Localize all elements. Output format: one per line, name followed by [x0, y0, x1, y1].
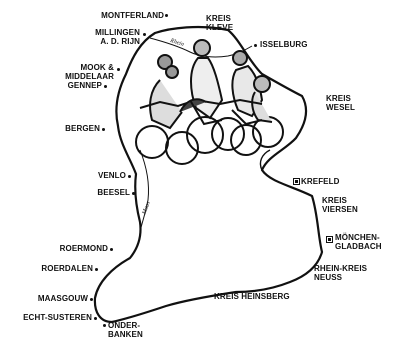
label-gennep: GENNEP — [67, 81, 102, 90]
label-millingen: MILLINGEN A. D. RIJN — [95, 28, 140, 46]
gennep-marker — [104, 85, 107, 88]
label-krefeld: KREFELD — [301, 177, 340, 186]
roerdalen-marker — [95, 268, 98, 271]
millingen-marker — [143, 33, 146, 36]
roermond-marker — [110, 248, 113, 251]
label-kreis-kleve: KREIS KLEVE — [206, 14, 234, 32]
region-border — [93, 25, 324, 324]
krefeld-marker — [293, 178, 300, 185]
isselburg-marker — [254, 44, 257, 47]
label-isselburg: ISSELBURG — [260, 40, 308, 49]
echt-marker — [94, 317, 97, 320]
venlo-marker — [128, 175, 131, 178]
label-roermond: ROERMOND — [59, 244, 108, 253]
maasgouw-marker — [90, 298, 93, 301]
label-bergen: BERGEN — [65, 124, 100, 133]
label-venlo: VENLO — [97, 171, 126, 180]
mook-marker — [117, 68, 120, 71]
label-onderbanken: ONDER- BANKEN — [108, 321, 143, 339]
label-roerdalen: ROERDALEN — [41, 264, 93, 273]
onderbanken-marker — [103, 324, 106, 327]
maas-river — [139, 149, 149, 233]
label-beesel: BEESEL — [97, 188, 130, 197]
bergen-marker — [102, 128, 105, 131]
moenchengladbach-marker — [326, 236, 333, 243]
cyclists-illustration — [135, 39, 284, 165]
montferland-marker — [165, 14, 168, 17]
label-kreis-heinsberg: KREIS HEINSBERG — [214, 292, 290, 301]
label-maasgouw: MAASGOUW — [37, 294, 88, 303]
beesel-marker — [132, 192, 135, 195]
label-kreis-viersen: KREIS VIERSEN — [322, 196, 358, 214]
label-moenchengladbach: MÖNCHEN- GLADBACH — [335, 233, 382, 251]
label-montferland: MONTFERLAND — [101, 11, 164, 20]
border-detail — [259, 149, 271, 171]
label-echt-susteren: ECHT-SUSTEREN — [23, 313, 92, 322]
label-rhein-kreis-neuss: RHEIN-KREIS NEUSS — [314, 264, 368, 282]
label-kreis-wesel: KREIS WESEL — [326, 94, 355, 112]
label-mook: MOOK & MIDDELAAR — [65, 63, 114, 81]
